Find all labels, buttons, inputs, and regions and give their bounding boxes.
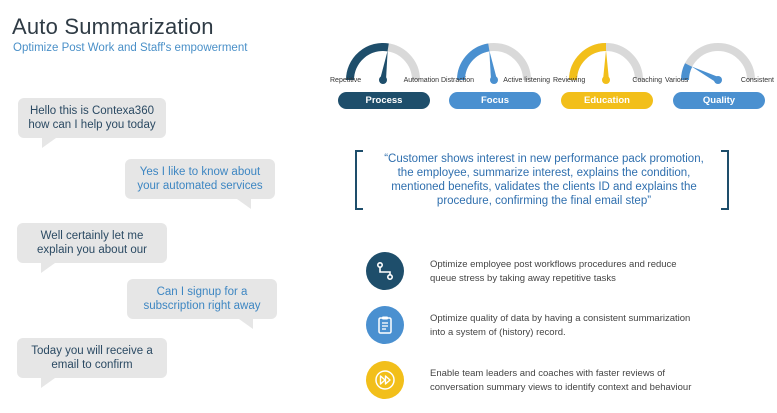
gauge-hub — [714, 76, 722, 84]
gauge-label: Focus — [449, 92, 541, 109]
gauge-fill — [681, 63, 693, 81]
gauge-hub — [602, 76, 610, 84]
gauge-education: Reviewing Coaching Education — [553, 34, 662, 114]
chat-line: Hello this is Contexa360 — [29, 105, 154, 117]
gauge-right-label: Automation — [403, 77, 439, 84]
feature-text: Enable team leaders and coaches with fas… — [430, 368, 665, 379]
gauge-dial-icon — [681, 43, 755, 84]
gauge-needle — [380, 50, 388, 81]
gauge-right-label: Active listening — [503, 77, 550, 84]
workflow-icon — [366, 252, 404, 290]
gauge-label: Process — [338, 92, 430, 109]
gauge-label: Quality — [673, 92, 765, 109]
chat-line: subscription right away — [143, 300, 261, 312]
feature-text: Optimize employee post workflows procedu… — [430, 259, 677, 270]
chat-line: email to confirm — [51, 359, 133, 371]
gauge-dial-icon — [569, 43, 643, 84]
feature-quality: Optimize quality of data by having a con… — [366, 306, 746, 346]
feature-text: into a system of (history) record. — [430, 327, 566, 338]
page-subtitle: Optimize Post Work and Staff's empowerme… — [13, 42, 248, 54]
chat-line: Yes I like to know about — [139, 166, 261, 178]
chat-bubble-agent: Today you will receive a email to confir… — [17, 338, 167, 388]
chat-line: Well certainly let me — [40, 230, 144, 242]
quote-line: procedure, confirming the final email st… — [436, 195, 652, 207]
fast-forward-icon — [366, 361, 404, 399]
gauge-needle — [603, 50, 609, 80]
quote-line: mentioned benefits, validates the client… — [391, 181, 697, 193]
chat-bubble-agent: Well certainly let me explain you about … — [17, 223, 167, 273]
summary-quote: “Customer shows interest in new performa… — [368, 152, 720, 208]
gauge-left-label: Distraction — [441, 77, 475, 84]
gauge-process: Repetitive Automation Process — [330, 34, 439, 114]
gauge-fill — [346, 43, 389, 81]
gauge-left-label: Repetitive — [330, 77, 362, 84]
chat-line: explain you about our — [37, 244, 147, 256]
feature-coaching: Enable team leaders and coaches with fas… — [366, 361, 746, 401]
quote-bracket-right — [721, 150, 729, 210]
gauge-needle — [489, 50, 497, 81]
gauge-right-label: Consistent — [740, 77, 774, 84]
gauge-hub — [490, 76, 498, 84]
chat-line: Today you will receive a — [31, 345, 153, 357]
gauge-fill — [457, 43, 490, 81]
chat-bubble-agent: Hello this is Contexa360 how can I help … — [18, 98, 166, 148]
feature-text: queue stress by taking away repetitive t… — [430, 273, 616, 284]
gauge-dial-icon — [346, 43, 420, 84]
gauge-hub — [379, 76, 387, 84]
gauge-needle — [691, 66, 720, 83]
gauge-dial-icon — [457, 43, 531, 84]
chat-line: how can I help you today — [28, 119, 156, 131]
feature-text: Optimize quality of data by having a con… — [430, 313, 691, 324]
chat-line: Can I signup for a — [156, 286, 248, 298]
gauge-track — [681, 43, 755, 81]
gauge-quality: Various Consistent Quality — [665, 34, 774, 114]
feature-text: conversation summary views to identify c… — [430, 382, 692, 393]
gauge-label: Education — [561, 92, 653, 109]
feature-workflow: Optimize employee post workflows procedu… — [366, 252, 746, 292]
page-title: Auto Summarization — [12, 14, 214, 39]
gauge-focus: Distraction Active listening Focus — [441, 34, 550, 114]
chat-line: your automated services — [137, 180, 263, 192]
gauge-left-label: Various — [665, 77, 689, 84]
quote-line: the employee, summarize interest, explai… — [397, 167, 691, 179]
quote-bracket-left — [355, 150, 363, 210]
gauge-right-label: Coaching — [632, 77, 662, 84]
gauge-left-label: Reviewing — [553, 77, 586, 84]
chat-bubble-customer: Can I signup for a subscription right aw… — [127, 279, 277, 329]
clipboard-icon — [366, 306, 404, 344]
gauge-fill — [569, 43, 607, 81]
chat-bubble-customer: Yes I like to know about your automated … — [125, 159, 275, 209]
quote-line: “Customer shows interest in new performa… — [384, 153, 704, 165]
